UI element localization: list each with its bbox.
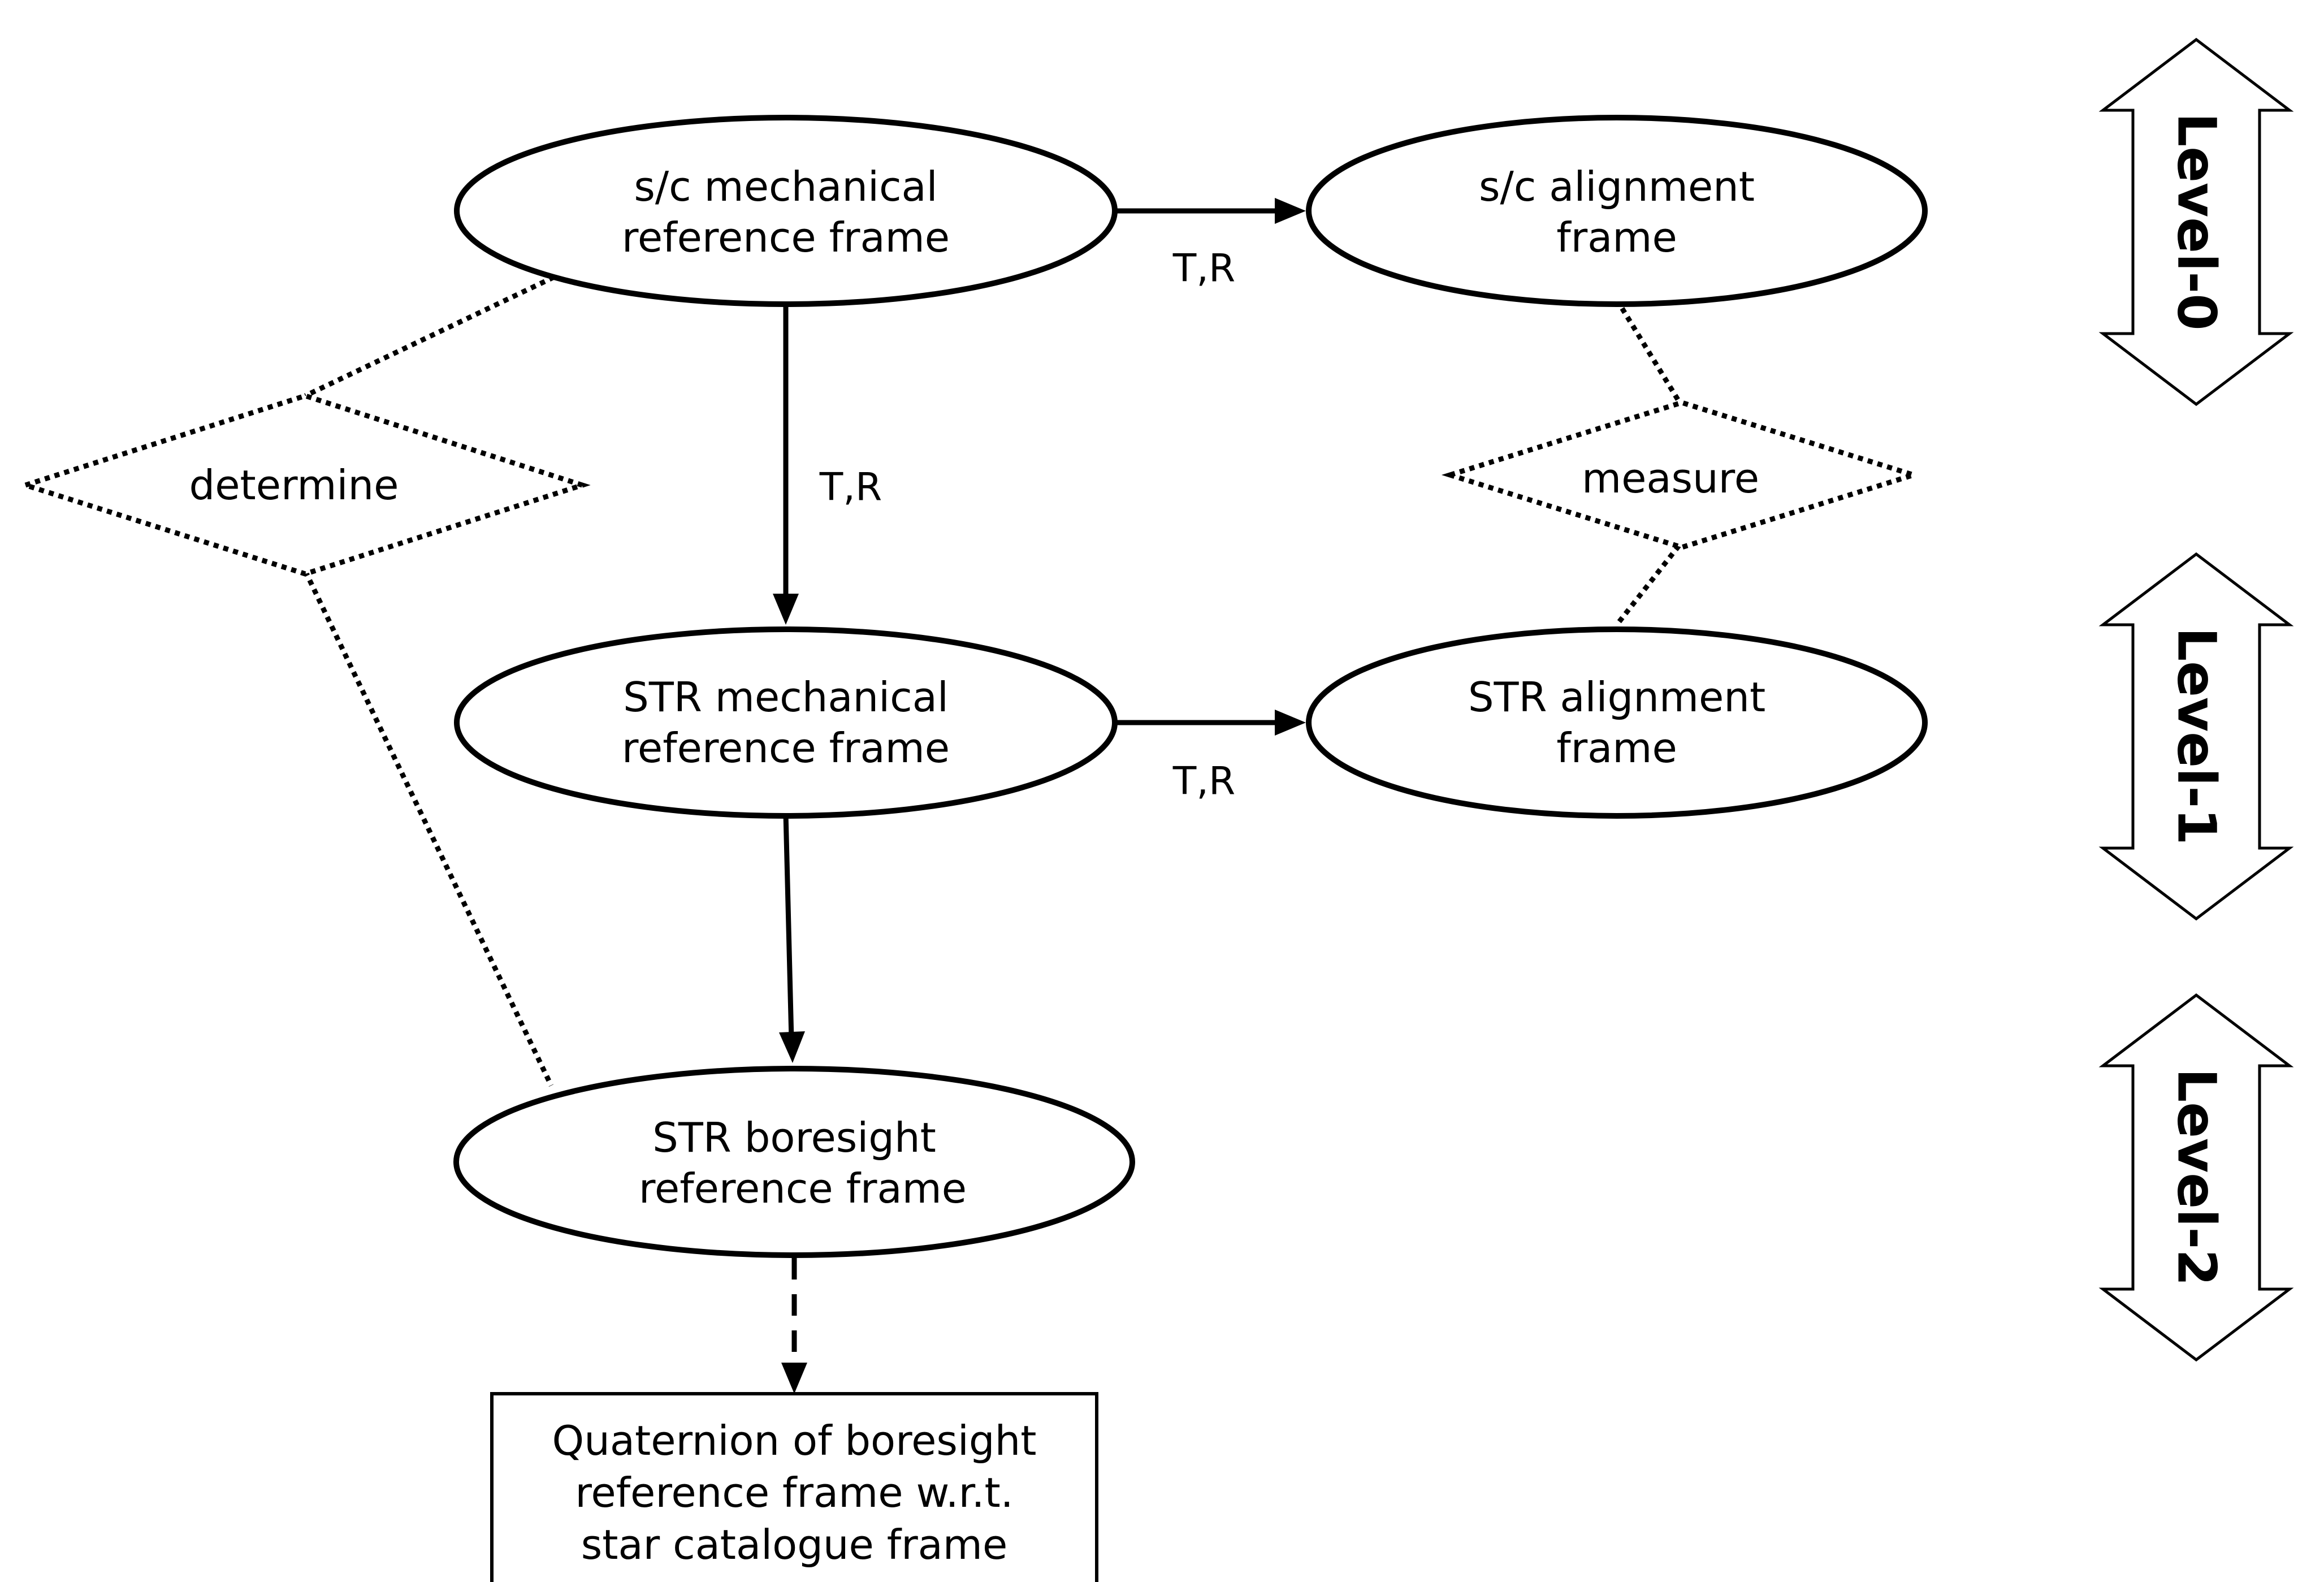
quaternion-box [490, 1392, 1098, 1582]
quaternion-label-line1: Quaternion of boresight [552, 1417, 1037, 1464]
edge-label-sc-mech-to-sc-align: T,R [1172, 247, 1235, 291]
dotted-link-measure-to-str-align [1615, 544, 1681, 626]
dotted-link-determine-to-str-boresight [302, 570, 554, 1087]
str-alignment-label-line2: frame [1556, 724, 1677, 772]
str-boresight-ellipse [453, 1066, 1135, 1258]
sc-mechanical-ellipse [454, 115, 1118, 307]
sc-alignment-label-line2: frame [1556, 214, 1677, 261]
determine-label: determine [189, 461, 399, 509]
quaternion-label-line2: reference frame w.r.t. [575, 1469, 1013, 1516]
level-0-label: Level-0 [2166, 113, 2227, 330]
node-str-mechanical-frame: STR mechanical reference frame [454, 626, 1118, 819]
measure-diamond [1441, 400, 1923, 550]
arrowhead-sc-align [1275, 198, 1306, 224]
dashed-arrow [781, 1258, 807, 1394]
str-mechanical-label-line2: reference frame [622, 724, 950, 772]
str-boresight-label-line2: reference frame [639, 1165, 967, 1212]
arrow-str-mech-to-str-boresight [783, 814, 794, 1040]
decision-measure: measure [1441, 400, 1923, 550]
decision-determine: determine [17, 393, 591, 577]
node-sc-mechanical-frame: s/c mechanical reference frame [454, 115, 1118, 307]
arrowhead-str-boresight [779, 1031, 805, 1063]
level-0-double-arrow [2098, 37, 2294, 407]
node-str-alignment-frame: STR alignment frame [1306, 626, 1928, 819]
str-boresight-label-line1: STR boresight [652, 1114, 936, 1161]
dotted-connectors [302, 274, 1681, 1087]
arrowhead-quaternion [781, 1363, 807, 1394]
edge-label-str-mech-to-str-align: T,R [1172, 759, 1235, 804]
quaternion-label-line3: star catalogue frame [581, 1521, 1008, 1568]
level-1-label: Level-1 [2166, 627, 2227, 845]
sc-alignment-ellipse [1306, 115, 1928, 307]
determine-diamond [17, 393, 591, 577]
sc-mechanical-label-line1: s/c mechanical [634, 163, 937, 210]
measure-label: measure [1582, 455, 1759, 502]
level-1-indicator: Level-1 [2098, 552, 2294, 921]
str-alignment-ellipse [1306, 626, 1928, 819]
str-mechanical-label-line1: STR mechanical [623, 673, 949, 721]
level-2-double-arrow [2098, 993, 2294, 1362]
solid-arrows [773, 198, 1306, 1063]
edge-labels: T,R T,R T,R [819, 247, 1235, 804]
level-2-label: Level-2 [2166, 1068, 2227, 1286]
node-sc-alignment-frame: s/c alignment frame [1306, 115, 1928, 307]
node-quaternion-output: Quaternion of boresight reference frame … [490, 1392, 1098, 1582]
edge-label-sc-mech-to-str-mech: T,R [819, 465, 882, 510]
sc-mechanical-label-line2: reference frame [622, 214, 950, 261]
arrowhead-str-align [1275, 710, 1306, 736]
level-0-indicator: Level-0 [2098, 37, 2294, 407]
node-str-boresight-frame: STR boresight reference frame [453, 1066, 1135, 1258]
arrowhead-str-mech [773, 594, 799, 625]
level-1-double-arrow [2098, 552, 2294, 921]
sc-alignment-label-line1: s/c alignment [1479, 163, 1755, 210]
str-alignment-label-line1: STR alignment [1468, 673, 1765, 721]
level-2-indicator: Level-2 [2098, 993, 2294, 1362]
str-mechanical-ellipse [454, 626, 1118, 819]
